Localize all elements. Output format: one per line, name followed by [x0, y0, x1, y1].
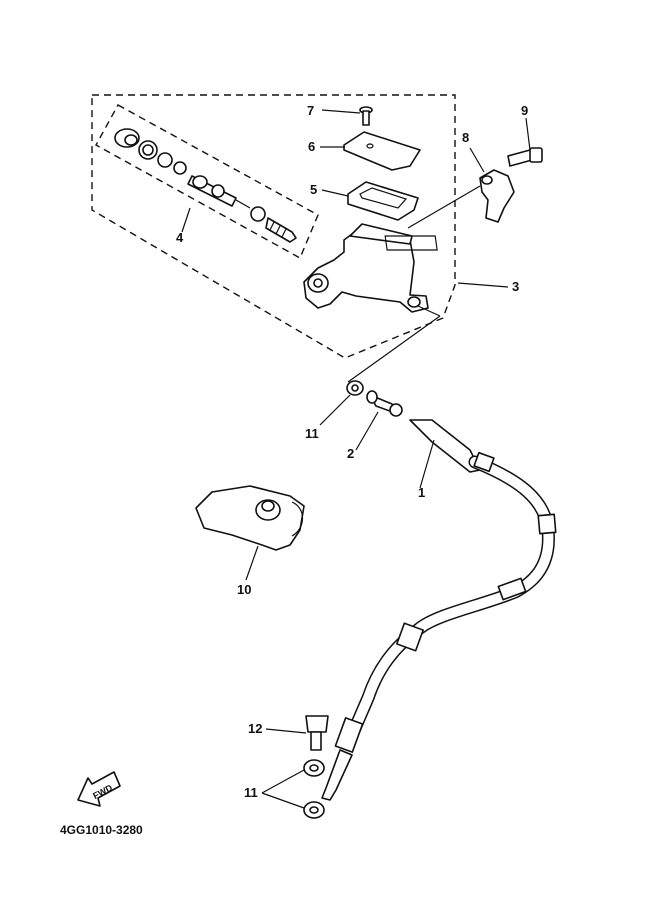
- callout-4: 4: [176, 230, 184, 245]
- callout-7: 7: [307, 103, 314, 118]
- callout-11-lower: 11: [244, 785, 258, 800]
- cap-hole: [366, 143, 374, 149]
- part-code: 4GG1010-3280: [60, 823, 143, 837]
- callout-10: 10: [237, 582, 251, 597]
- assembly-3-outline: [91, 94, 456, 359]
- holder-bolt: [507, 147, 543, 167]
- leader-lines: [181, 109, 531, 809]
- callout-2: 2: [347, 446, 354, 461]
- clutch-hose: [321, 419, 557, 801]
- callout-6: 6: [308, 139, 315, 154]
- callout-8: 8: [462, 130, 469, 145]
- callout-1: 1: [418, 485, 425, 500]
- fwd-arrow-icon: FWD: [77, 771, 121, 807]
- callout-12: 12: [248, 721, 262, 736]
- piston-kit: [114, 128, 297, 243]
- hose-joint: [346, 380, 403, 417]
- master-cylinder-body: [303, 223, 438, 313]
- reservoir-cap: [343, 131, 421, 171]
- callout-5: 5: [310, 182, 317, 197]
- diaphragm: [347, 181, 419, 221]
- callout-11-upper: 11: [305, 426, 319, 441]
- cap-screw: [359, 106, 373, 126]
- callout-9: 9: [521, 103, 528, 118]
- clutch-cover: [195, 485, 305, 551]
- lower-fittings: [303, 715, 329, 819]
- callout-3: 3: [512, 279, 519, 294]
